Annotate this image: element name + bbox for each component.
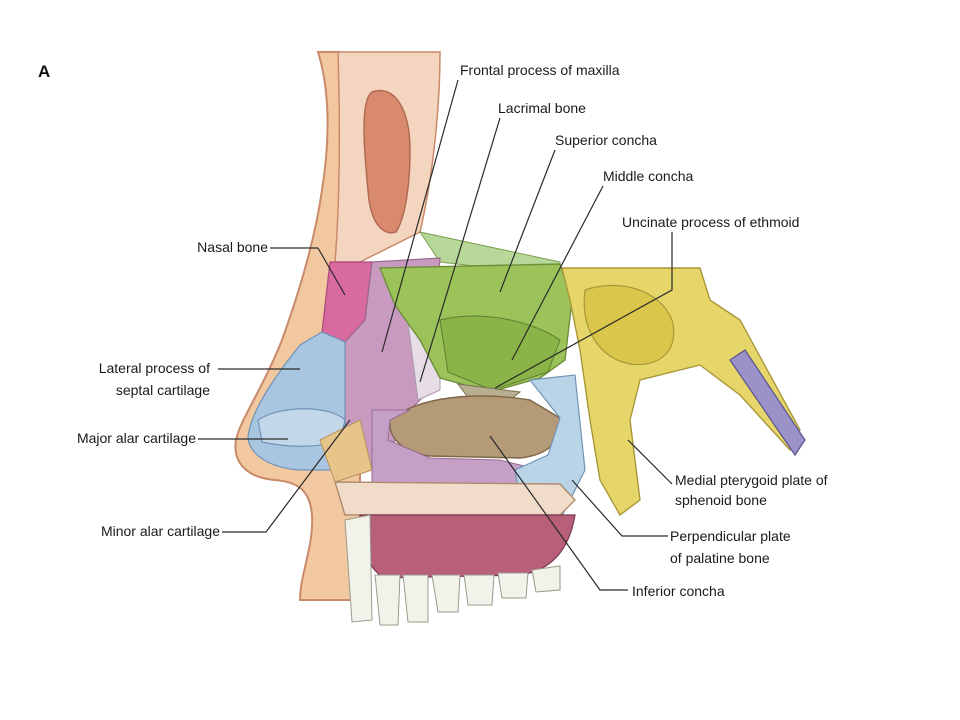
panel-letter: A <box>38 62 51 81</box>
teeth <box>344 514 561 626</box>
label-frontal-process-maxilla: Frontal process of maxilla <box>460 62 620 78</box>
label-perpendicular-plate-line2: of palatine bone <box>670 550 770 566</box>
label-inferior-concha: Inferior concha <box>632 583 725 599</box>
label-superior-concha: Superior concha <box>555 132 657 148</box>
sphenoid-sinus <box>583 284 675 366</box>
inferior-concha-shape <box>389 395 562 459</box>
label-medial-pterygoid-line2: sphenoid bone <box>675 492 767 508</box>
middle-concha-fold <box>439 315 561 391</box>
label-lateral-process-line2: septal cartilage <box>115 382 210 398</box>
label-medial-pterygoid-line1: Medial pterygoid plate of <box>675 472 828 488</box>
frontal-sinus <box>363 89 411 234</box>
label-major-alar-cartilage: Major alar cartilage <box>76 430 196 446</box>
label-middle-concha: Middle concha <box>603 168 694 184</box>
label-nasal-bone: Nasal bone <box>197 239 268 255</box>
label-lateral-process-line1: Lateral process of <box>98 360 210 376</box>
basisphenoid-tip <box>729 349 806 457</box>
label-minor-alar-cartilage: Minor alar cartilage <box>100 523 220 539</box>
label-perpendicular-plate-line1: Perpendicular plate <box>670 528 791 544</box>
label-uncinate-process: Uncinate process of ethmoid <box>622 214 800 230</box>
label-lacrimal-bone: Lacrimal bone <box>498 100 586 116</box>
leader-lines <box>198 79 673 591</box>
hard-palate <box>334 481 576 516</box>
